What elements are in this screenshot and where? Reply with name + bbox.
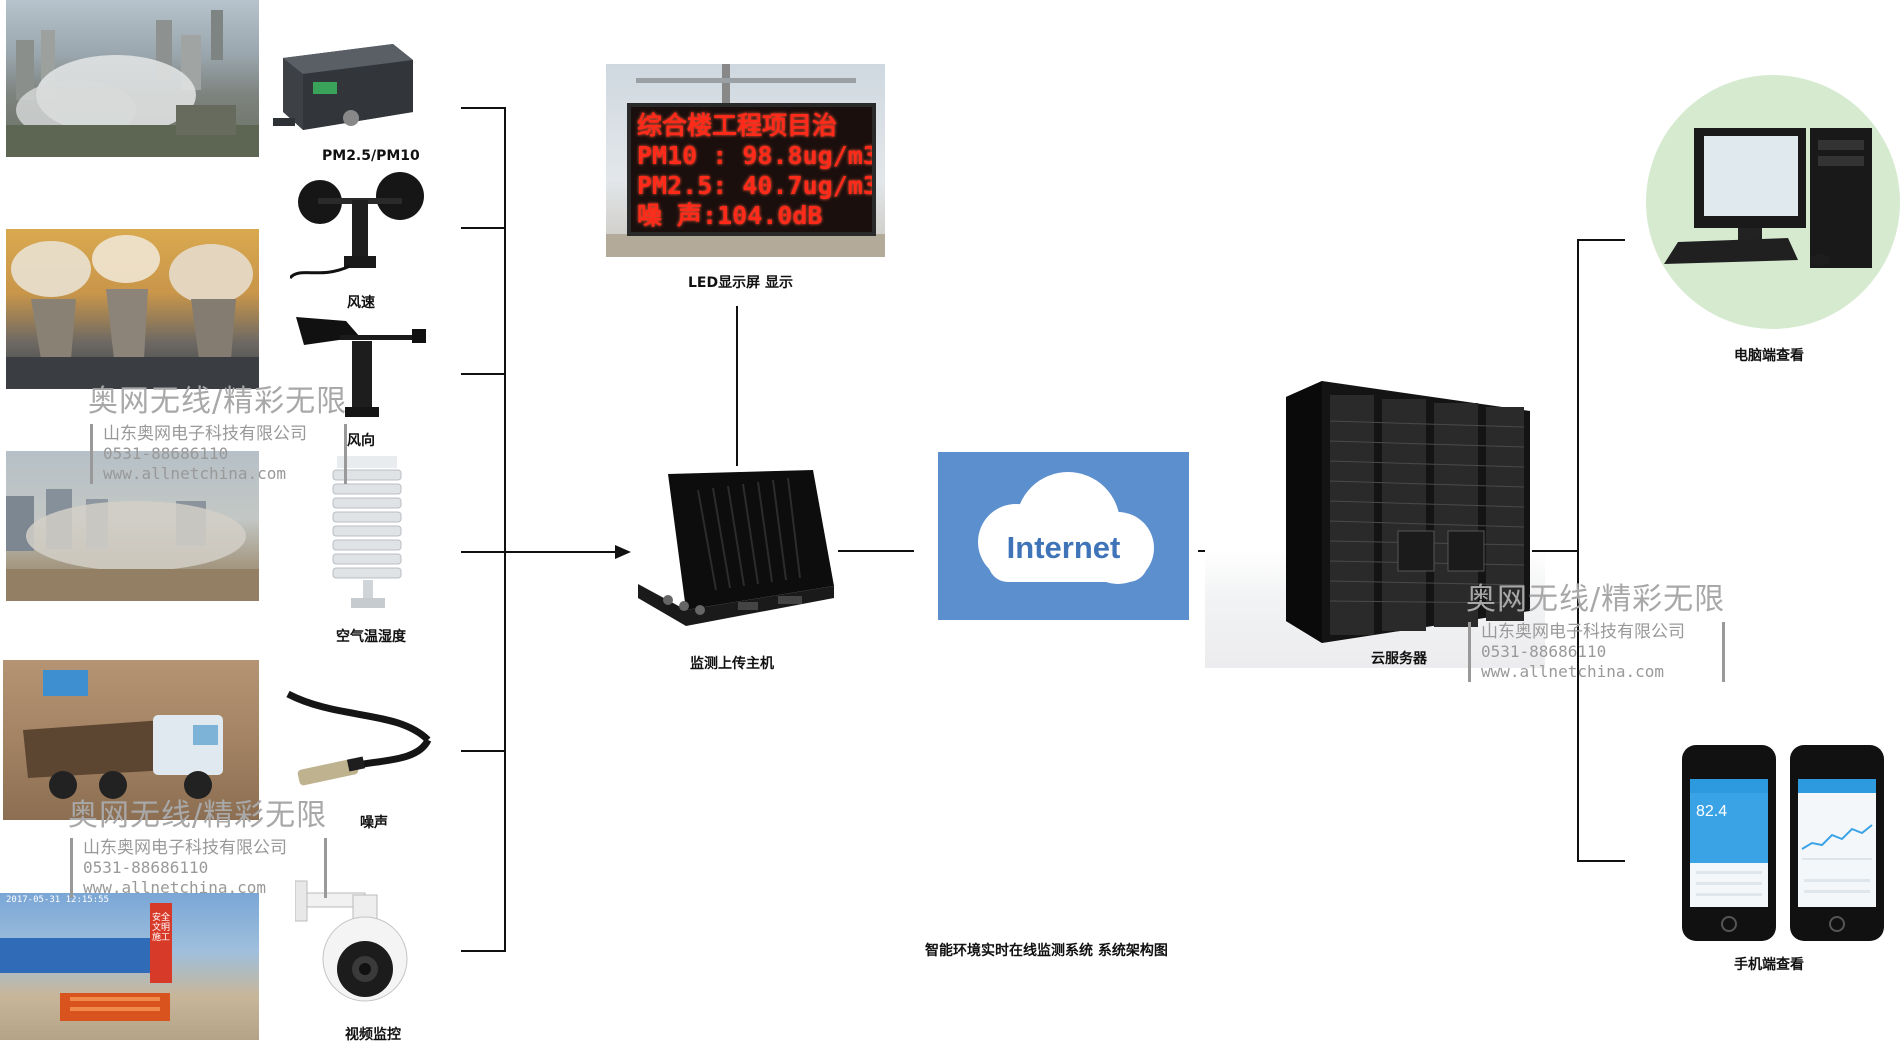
construction-dust-illustration <box>6 489 259 601</box>
upload-host-icon <box>638 470 838 630</box>
server-label: 云服务器 <box>1371 651 1427 667</box>
site-washing-illustration <box>0 903 172 1021</box>
diagram-title: 智能环境实时在线监测系统 系统架构图 <box>925 943 1168 959</box>
camera-timestamp: 2017-05-31 12:15:55 <box>6 895 109 905</box>
sensor-label-wind-direction: 风向 <box>347 433 375 449</box>
crane-illustration <box>606 64 885 257</box>
tick-wind-speed <box>461 227 506 229</box>
sensor-label-temp-humidity: 空气温湿度 <box>336 629 406 645</box>
ptz-camera-icon <box>294 873 427 1011</box>
arrow-to-host-line <box>506 551 618 553</box>
sensor-label-noise: 噪声 <box>360 815 388 831</box>
tick-wind-direction <box>461 373 506 375</box>
pc-label: 电脑端查看 <box>1734 348 1804 364</box>
sensor-label-wind-speed: 风速 <box>347 295 375 311</box>
right-tick-mobile <box>1577 860 1625 862</box>
site-washing-photo: 2017-05-31 12:15:55 安全文明施工 <box>0 893 259 1040</box>
server-rack-icon <box>1286 381 1530 643</box>
power-plant-photo <box>6 229 259 389</box>
right-bracket-spine <box>1577 239 1579 862</box>
sensor-label-pm: PM2.5/PM10 <box>322 148 420 164</box>
home-button-icon <box>1721 916 1737 932</box>
site-sign: 安全文明施工 <box>152 913 171 943</box>
dump-truck-illustration <box>23 670 223 799</box>
tick-temp-humidity <box>461 551 506 553</box>
bracket-spine <box>504 107 506 952</box>
city-dust-illustration <box>6 10 259 157</box>
dump-truck-photo <box>3 660 259 820</box>
tick-video <box>461 950 506 952</box>
phone-chart-icon <box>1801 824 1873 860</box>
led-label: LED显示屏 显示 <box>688 275 793 291</box>
noise-sensor-icon <box>278 690 438 808</box>
internet-label: Internet <box>1006 530 1121 565</box>
home-button-icon <box>1829 916 1845 932</box>
watermark-phone: 0531-88686110 <box>83 858 209 877</box>
tick-pm <box>461 107 506 109</box>
arrow-head-icon <box>615 545 631 559</box>
right-bracket-stub <box>1532 550 1577 552</box>
wind-vane-icon <box>290 311 446 423</box>
right-tick-pc <box>1577 239 1625 241</box>
construction-dust-photo <box>6 451 259 601</box>
pm-sensor-icon <box>273 30 421 142</box>
led-to-host-line <box>736 306 738 466</box>
cloud-icon <box>978 472 1154 584</box>
led-line-3: PM2.5: 40.7ug/m3 <box>637 171 876 200</box>
desktop-computer-icon <box>1660 122 1890 272</box>
watermark-company: 山东奥网电子科技有限公司 <box>83 838 287 858</box>
led-line-4: 噪 声:104.0dB <box>637 201 823 230</box>
internet-cloud-panel: Internet <box>938 452 1189 620</box>
power-plant-illustration <box>6 235 259 389</box>
mobile-label: 手机端查看 <box>1734 957 1804 973</box>
host-label: 监测上传主机 <box>690 656 774 672</box>
led-line-2: PM10 : 98.8ug/m3 <box>637 141 876 170</box>
anemometer-icon <box>288 170 446 288</box>
watermark-company: 山东奥网电子科技有限公司 <box>103 424 307 444</box>
thermo-hygro-shield-icon <box>327 456 407 612</box>
led-line-1: 综合楼工程项目治 <box>637 111 838 140</box>
tick-noise <box>461 750 506 752</box>
host-to-internet-line <box>838 550 914 552</box>
phone-right-screen <box>1798 779 1876 907</box>
led-screen: 综合楼工程项目治 PM10 : 98.8ug/m3 PM2.5: 40.7ug/… <box>627 103 876 236</box>
phone-left-screen: 82.4 <box>1690 779 1768 907</box>
city-dust-photo <box>6 0 259 157</box>
phone-right-icon <box>1790 745 1884 941</box>
phone-left-value: 82.4 <box>1690 793 1768 863</box>
sensor-label-video: 视频监控 <box>345 1027 401 1043</box>
phone-left-icon: 82.4 <box>1682 745 1776 941</box>
